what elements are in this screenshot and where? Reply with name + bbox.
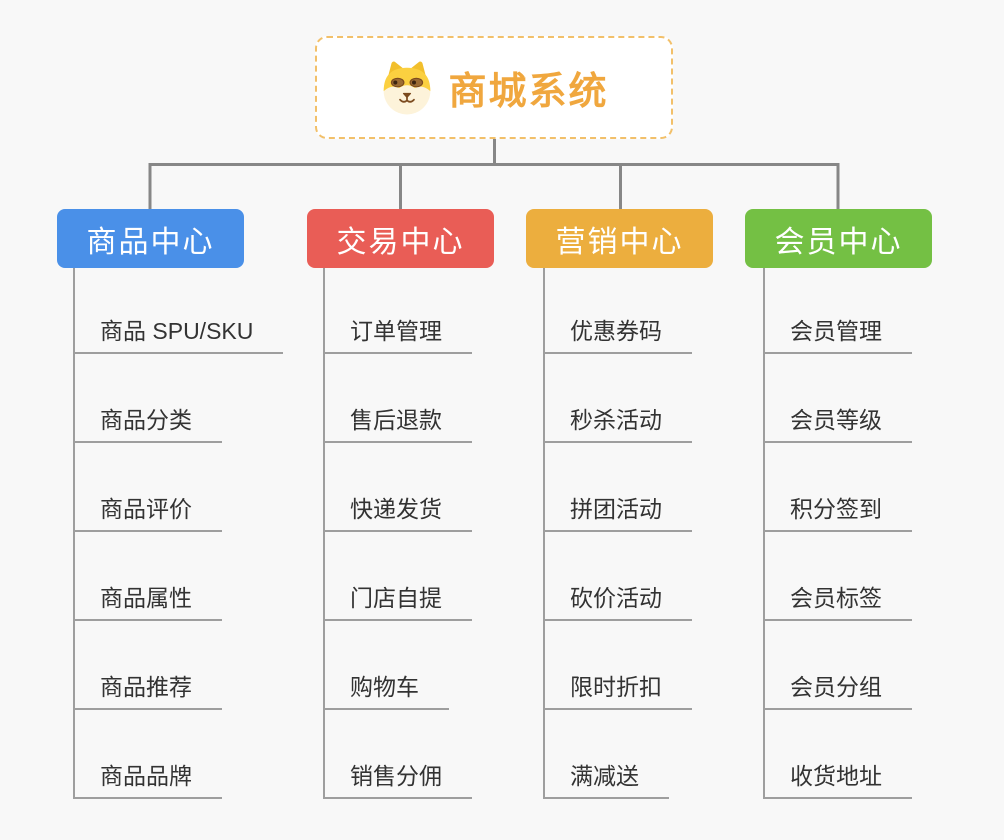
leaf-item[interactable]: 砍价活动	[543, 579, 692, 621]
leaf-item[interactable]: 售后退款	[323, 401, 472, 443]
branch-label: 营销中心	[555, 225, 684, 259]
leaf-item[interactable]: 收货地址	[763, 757, 912, 799]
leaf-item[interactable]: 积分签到	[763, 490, 912, 532]
branch-label: 商品中心	[86, 225, 215, 259]
leaf-item[interactable]: 订单管理	[323, 312, 472, 354]
branch-node[interactable]: 会员中心	[745, 209, 932, 268]
branch-label: 会员中心	[774, 225, 903, 259]
leaf-item[interactable]: 会员等级	[763, 401, 912, 443]
branch-node[interactable]: 交易中心	[307, 209, 494, 268]
root-title: 商城系统	[448, 71, 609, 113]
leaf-item[interactable]: 拼团活动	[543, 490, 692, 532]
branch-node[interactable]: 商品中心	[57, 209, 244, 268]
branch-column-4: 会员中心 会员管理会员等级积分签到会员标签会员分组收货地址	[745, 209, 932, 799]
leaf-item[interactable]: 会员分组	[763, 668, 912, 710]
leaf-item[interactable]: 购物车	[323, 668, 449, 710]
leaf-item[interactable]: 限时折扣	[543, 668, 692, 710]
connector-tree	[148, 139, 840, 210]
leaf-item[interactable]: 商品品牌	[73, 757, 222, 799]
leaf-item[interactable]: 快递发货	[323, 490, 472, 532]
branch-column-2: 交易中心 订单管理售后退款快递发货门店自提购物车销售分佣	[307, 209, 494, 799]
leaf-item[interactable]: 商品评价	[73, 490, 222, 532]
branch-node[interactable]: 营销中心	[526, 209, 713, 268]
branch-column-3: 营销中心 优惠券码秒杀活动拼团活动砍价活动限时折扣满减送	[526, 209, 713, 799]
leaf-item[interactable]: 优惠券码	[543, 312, 692, 354]
leaf-item[interactable]: 商品分类	[73, 401, 222, 443]
leaf-item[interactable]: 秒杀活动	[543, 401, 692, 443]
leaf-item[interactable]: 商品属性	[73, 579, 222, 621]
leaf-item[interactable]: 商品 SPU/SKU	[73, 312, 284, 354]
leaf-item[interactable]: 销售分佣	[323, 757, 472, 799]
branch-column-1: 商品中心 商品 SPU/SKU 商品分类商品评价商品属性商品推荐商品品牌	[57, 209, 284, 799]
root-node[interactable]: 商城系统	[315, 36, 673, 139]
leaf-item[interactable]: 会员标签	[763, 579, 912, 621]
leaf-item[interactable]: 门店自提	[323, 579, 472, 621]
branch-label: 交易中心	[336, 225, 465, 259]
leaf-item[interactable]: 满减送	[543, 757, 669, 799]
shiba-dog-icon	[384, 61, 431, 114]
leaf-item[interactable]: 商品推荐	[73, 668, 222, 710]
leaf-item[interactable]: 会员管理	[763, 312, 912, 354]
